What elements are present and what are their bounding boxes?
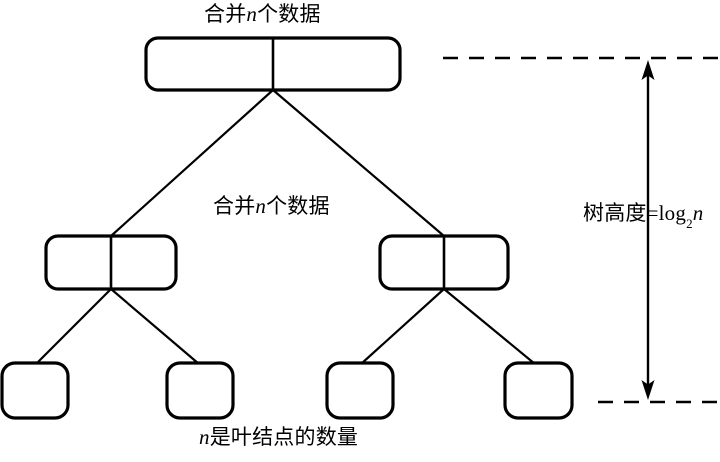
label-leaf-count-note: n是叶结点的数量 — [199, 427, 358, 448]
label-top-prefix: 合并 — [204, 2, 247, 26]
label-height-italic-n: n — [692, 201, 704, 225]
node-root — [144, 36, 402, 92]
leaf-node-1 — [0, 361, 70, 420]
edge-root-to-node-left — [110, 89, 274, 237]
node-level2-left — [44, 234, 178, 291]
edge-node-right-to-leaf-3 — [360, 288, 445, 365]
label-mid-italic-n: n — [255, 194, 267, 218]
label-merge-n-items-mid: 合并n个数据 — [213, 196, 330, 217]
height-arrow-head-down — [641, 380, 655, 400]
height-annotation — [443, 56, 720, 404]
leaf-node-2 — [165, 361, 235, 420]
edge-node-right-to-leaf-4 — [443, 288, 536, 365]
leaf-node-3 — [325, 361, 395, 420]
label-bottom-suffix: 是叶结点的数量 — [209, 425, 359, 449]
node-level2-right — [378, 234, 510, 291]
tree-edges — [35, 89, 536, 365]
edge-root-to-node-right — [272, 89, 445, 237]
label-bottom-italic-n: n — [199, 425, 210, 449]
label-mid-suffix: 个数据 — [266, 194, 330, 218]
label-height-subscript: 2 — [686, 216, 693, 232]
label-height-prefix: 树高度=log — [583, 201, 687, 225]
leaf-node-4 — [503, 361, 574, 420]
label-top-italic-n: n — [246, 2, 258, 26]
edge-node-left-to-leaf-2 — [110, 288, 200, 365]
label-merge-n-items-top: 合并n个数据 — [204, 4, 321, 25]
height-arrow-head-up — [641, 60, 655, 80]
label-tree-height: 树高度=log2n — [583, 201, 704, 231]
label-mid-prefix: 合并 — [213, 194, 256, 218]
edge-node-left-to-leaf-1 — [35, 288, 112, 365]
leaf-nodes — [0, 361, 574, 420]
label-top-suffix: 个数据 — [257, 2, 321, 26]
